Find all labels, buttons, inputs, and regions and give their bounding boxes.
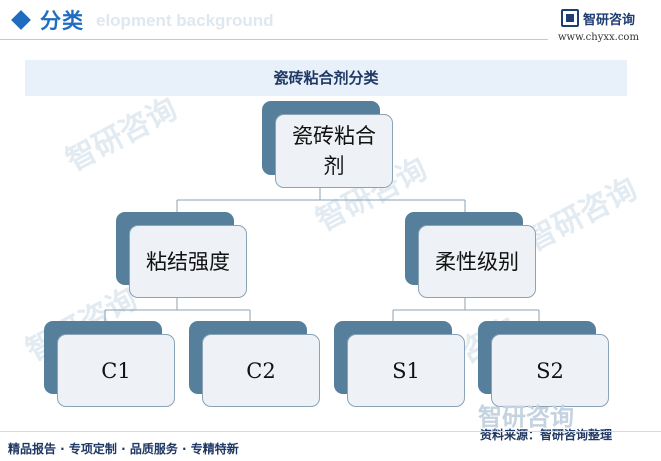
brand-logo-icon: [561, 9, 579, 27]
page-title: 分类: [40, 9, 84, 33]
leaf-node-c1: C1: [57, 334, 175, 407]
branch-node-bonding-strength: 粘结强度: [129, 225, 247, 298]
brand-url: www.chyxx.com: [558, 32, 639, 43]
source-note: 资料来源：智研咨询整理: [480, 428, 613, 442]
branch-node-flexibility-grade: 柔性级别: [418, 225, 536, 298]
header-divider: [0, 39, 548, 40]
leaf-node-s2: S2: [491, 334, 609, 407]
footer-logo-watermark: 智研咨询: [478, 403, 574, 431]
leaf-node-c2: C2: [202, 334, 320, 407]
brand-name: 智研咨询: [583, 13, 636, 28]
diagram-title: 瓷砖粘合剂分类: [273, 69, 379, 87]
footer-divider: [0, 431, 661, 432]
root-node: 瓷砖粘合剂: [275, 114, 393, 188]
header-background-text: elopment background: [96, 11, 274, 30]
footer-tagline: 精品报告 · 专项定制 · 品质服务 · 专精特新: [8, 442, 239, 456]
leaf-node-s1: S1: [347, 334, 465, 407]
diagram-title-band: 瓷砖粘合剂分类: [25, 60, 627, 96]
